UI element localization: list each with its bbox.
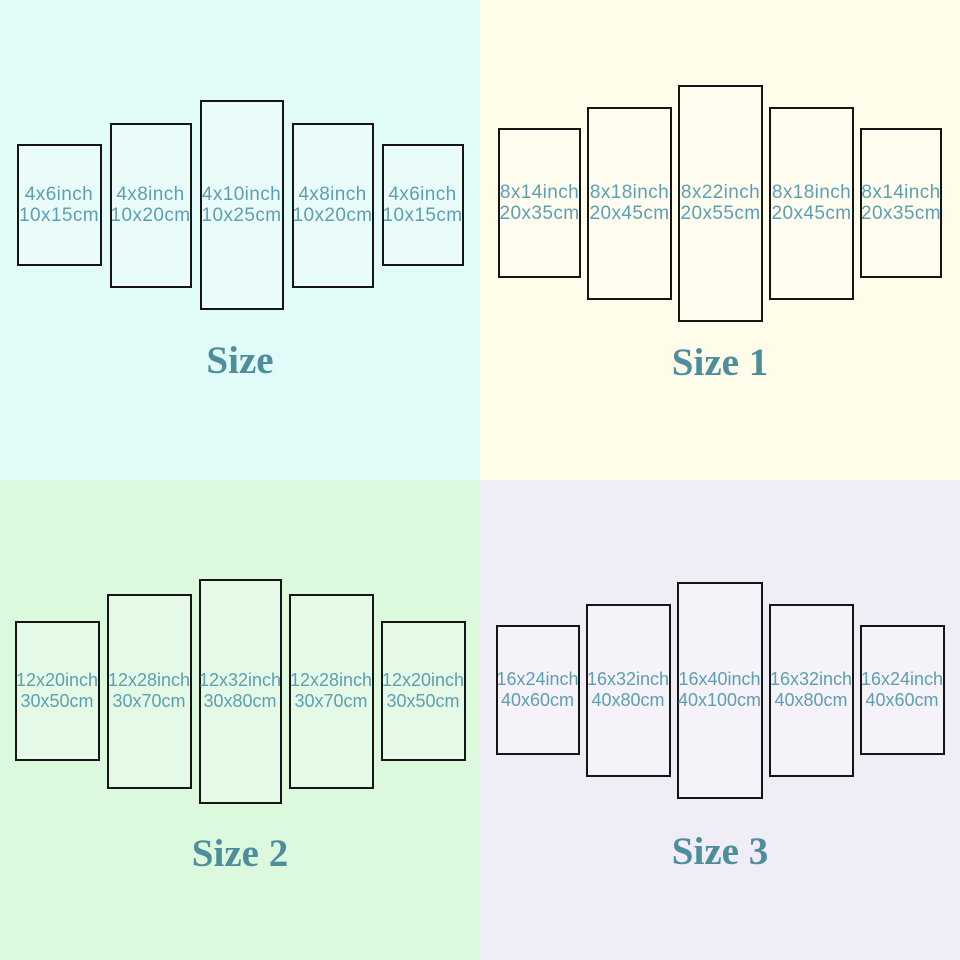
panel-size-cm: 30x50cm [386,691,460,711]
panel-size-cm: 20x45cm [589,203,670,224]
panel: 8x18inch 20x45cm [587,106,672,300]
panel-size-cm: 10x20cm [292,205,373,226]
quadrant-size-2: 12x20inch 30x50cm 12x28inch 30x70cm 12x3… [0,480,480,960]
quadrant-size-3: 16x24inch 40x60cm 16x32inch 40x80cm 16x4… [480,480,960,960]
panel-size-cm: 10x15cm [19,205,99,226]
panel-size-inch: 16x40inch [678,669,761,689]
panel-row: 8x14inch 20x35cm 8x18inch 20x45cm 8x22in… [480,0,960,406]
panel-size-cm: 40x80cm [774,690,848,710]
panel-size-cm: 40x60cm [500,690,575,710]
panel-size-inch: 8x14inch [861,182,941,203]
panel-size-inch: 12x20inch [381,670,465,690]
panel-size-cm: 20x35cm [499,203,580,224]
panel-size-inch: 12x32inch [198,670,282,690]
panel-size-inch: 4x6inch [24,184,94,205]
panel: 16x32inch 40x80cm [768,603,854,777]
panel: 12x20inch 30x50cm [380,621,466,761]
panel: 12x20inch 30x50cm [14,621,100,761]
panel-size-inch: 8x18inch [589,182,670,203]
panel: 16x40inch 40x100cm [676,581,763,799]
panel-size-cm: 20x45cm [771,203,852,224]
panel-size-cm: 30x80cm [203,691,277,711]
panel-row: 4x6inch 10x15cm 4x8inch 10x20cm 4x10inch… [0,0,480,410]
panel: 4x6inch 10x15cm [381,144,464,266]
panel: 8x14inch 20x35cm [860,128,942,278]
panel: 12x28inch 30x70cm [106,593,192,789]
panel: 4x8inch 10x20cm [291,122,374,288]
quadrant-title: Size 3 [671,830,769,873]
panel-size-cm: 40x80cm [591,690,665,710]
panel-size-inch: 12x28inch [289,670,373,690]
panel-size-inch: 12x20inch [15,670,99,690]
panel-size-inch: 4x10inch [201,184,282,205]
panel-row: 12x20inch 30x50cm 12x28inch 30x70cm 12x3… [0,480,480,902]
panel: 4x8inch 10x20cm [109,122,192,288]
panel: 4x10inch 10x25cm [199,100,284,310]
quadrant-title: Size [206,339,274,382]
panel-size-cm: 40x100cm [677,690,762,710]
panel-size-inch: 8x14inch [499,182,580,203]
panel-size-cm: 30x70cm [294,691,368,711]
panel-size-cm: 10x25cm [201,205,282,226]
quadrant-title: Size 1 [671,341,769,384]
panel-size-cm: 30x70cm [112,691,186,711]
panel-size-cm: 30x50cm [20,691,94,711]
panel: 16x32inch 40x80cm [585,603,671,777]
panel: 12x32inch 30x80cm [198,578,282,804]
panel: 8x18inch 20x45cm [769,106,854,300]
quadrant-title: Size 2 [191,832,289,875]
panel-size-inch: 16x32inch [586,669,670,689]
panel: 8x14inch 20x35cm [498,128,581,278]
panel-size-inch: 4x6inch [388,184,457,205]
panel-size-cm: 10x15cm [382,205,463,226]
panel-size-inch: 4x8inch [116,184,185,205]
panel-size-cm: 40x60cm [865,690,939,710]
panel-size-inch: 8x22inch [680,182,761,203]
panel: 16x24inch 40x60cm [859,625,945,755]
panel-size-cm: 20x35cm [861,203,941,224]
panel: 12x28inch 30x70cm [288,593,374,789]
panel: 16x24inch 40x60cm [495,625,580,755]
panel: 4x6inch 10x15cm [16,144,102,266]
quadrant-size-1: 8x14inch 20x35cm 8x18inch 20x45cm 8x22in… [480,0,960,480]
panel-size-inch: 16x24inch [496,669,579,689]
quadrant-size: 4x6inch 10x15cm 4x8inch 10x20cm 4x10inch… [0,0,480,480]
panel-size-cm: 10x20cm [110,205,191,226]
panel-size-inch: 12x28inch [107,670,191,690]
panel: 8x22inch 20x55cm [678,84,763,322]
panel-size-inch: 8x18inch [771,182,852,203]
panel-size-cm: 20x55cm [680,203,761,224]
panel-size-inch: 4x8inch [298,184,367,205]
panel-size-inch: 16x32inch [769,669,853,689]
panel-row: 16x24inch 40x60cm 16x32inch 40x80cm 16x4… [480,480,960,900]
panel-size-inch: 16x24inch [860,669,944,689]
